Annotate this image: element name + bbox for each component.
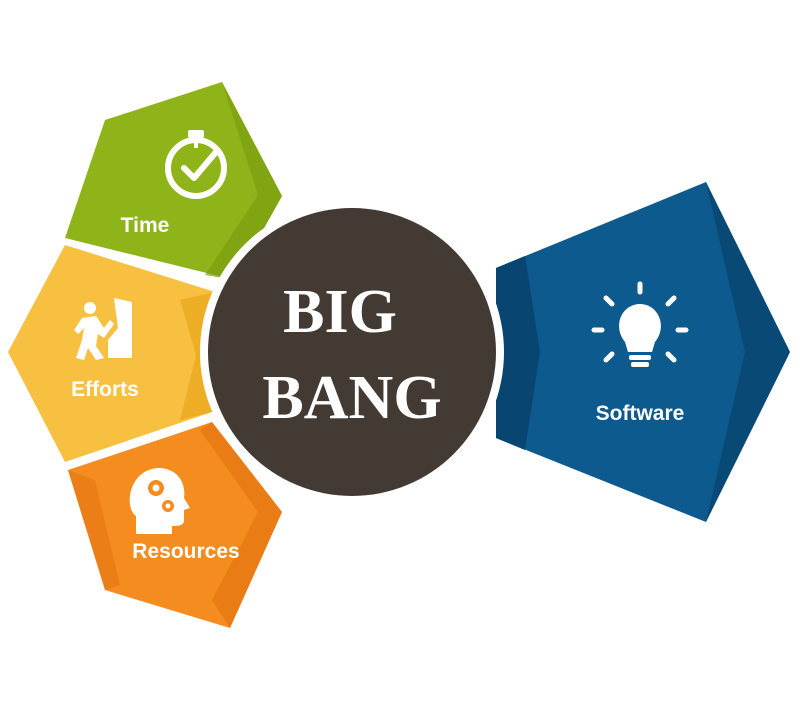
time-label: Time — [121, 214, 170, 237]
climber-icon — [74, 298, 132, 360]
center-title-line-2: BANG — [262, 364, 441, 432]
time-segment: Time — [65, 82, 282, 280]
efforts-label: Efforts — [71, 378, 139, 401]
software-segment: Software — [496, 182, 790, 522]
clock-check-icon — [165, 130, 227, 199]
time-segment-shade — [205, 82, 282, 280]
software-label: Software — [596, 402, 685, 425]
software-segment-tip-shade — [706, 182, 790, 522]
software-segment-inner-shade — [496, 256, 540, 450]
center-title-line-1: BIG — [283, 278, 397, 346]
head-gears-icon — [129, 468, 190, 534]
efforts-segment: Efforts — [8, 245, 215, 462]
resources-segment-bottom-shade — [68, 470, 120, 590]
center-circle: BIG BANG — [200, 200, 504, 504]
resources-segment: Resources — [68, 422, 282, 628]
resources-label: Resources — [132, 540, 239, 563]
resources-segment-shade — [200, 422, 282, 628]
lightbulb-icon — [591, 281, 689, 367]
center-circle-fill — [208, 208, 496, 496]
